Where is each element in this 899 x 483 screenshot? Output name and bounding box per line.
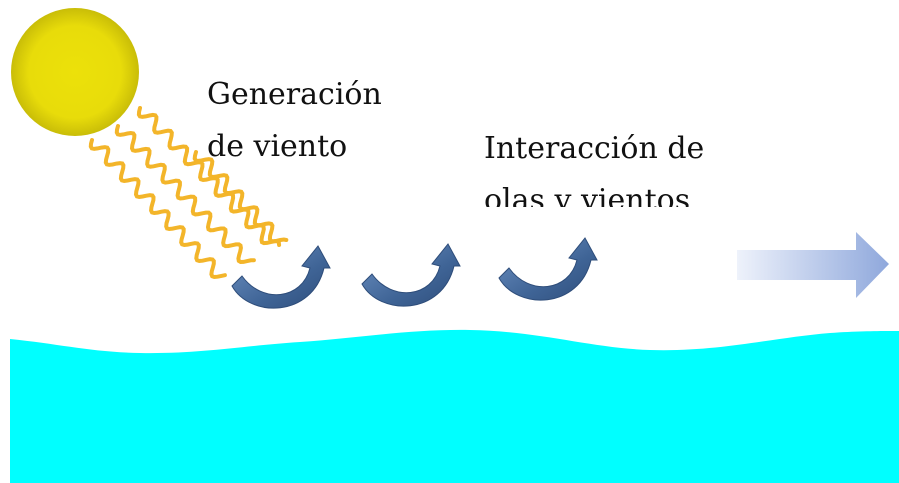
wavy-ray-icon [136,106,282,247]
water-surface [10,329,899,483]
curved-arrow-icon [231,245,331,309]
wind-generation-line2: de viento [207,129,348,164]
wind-curl-arrows [231,237,598,309]
wind-generation-line1: Generación [207,77,382,112]
curved-arrow-icon [498,237,598,301]
wave-wind-interaction-line1: Interacción de [484,131,705,166]
sun-rays [88,106,289,280]
right-arrow-icon [737,232,889,298]
curved-arrow-icon [361,243,461,307]
wavy-ray-icon [114,124,256,265]
wavy-ray-icon [192,150,289,244]
sun-icon [11,8,139,136]
wave-wind-interaction-line2: olas y vientos [484,186,691,207]
wavy-ray-icon [88,138,227,280]
